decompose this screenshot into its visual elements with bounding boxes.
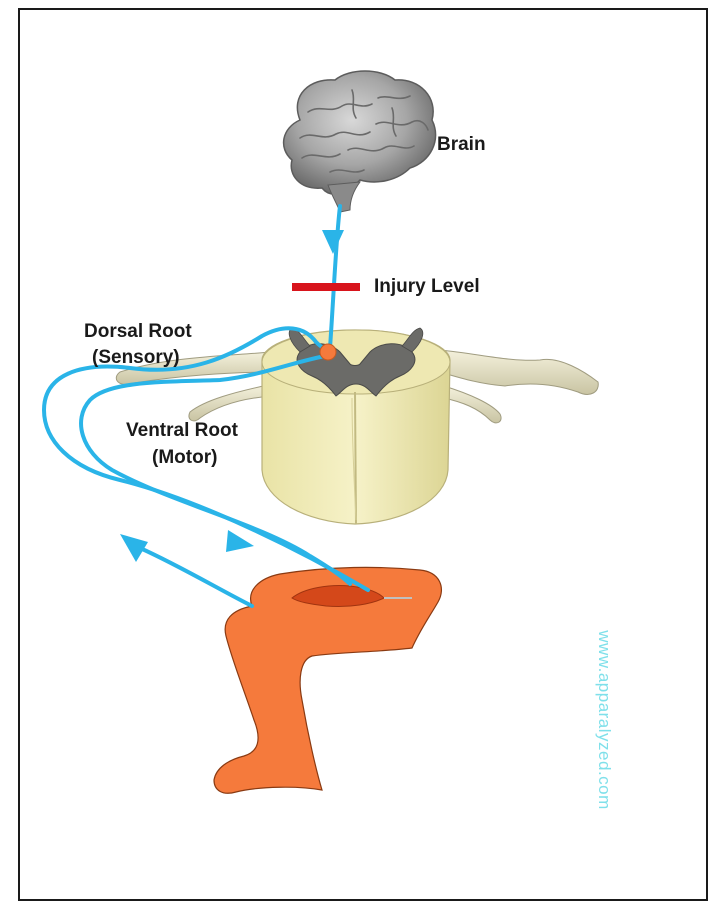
brain-label: Brain	[437, 134, 486, 156]
brain-illustration	[284, 71, 436, 212]
dorsal-root-label: Dorsal Root	[84, 321, 192, 343]
right-arrow-icon	[226, 530, 254, 552]
injury-level-bar	[292, 283, 360, 291]
injury-level-label: Injury Level	[374, 276, 480, 298]
leg-sensory-branch	[140, 548, 252, 606]
left-arrow-icon	[120, 534, 148, 562]
ventral-root-label: Ventral Root	[126, 420, 238, 442]
descending-tract	[330, 206, 340, 348]
synapse-dot	[320, 344, 336, 360]
ventral-root-sublabel: (Motor)	[152, 447, 217, 469]
source-watermark: www.apparalyzed.com	[594, 630, 614, 810]
dorsal-root-sublabel: (Sensory)	[92, 347, 180, 369]
down-arrow-icon	[322, 230, 344, 254]
leg-illustration	[214, 567, 441, 793]
